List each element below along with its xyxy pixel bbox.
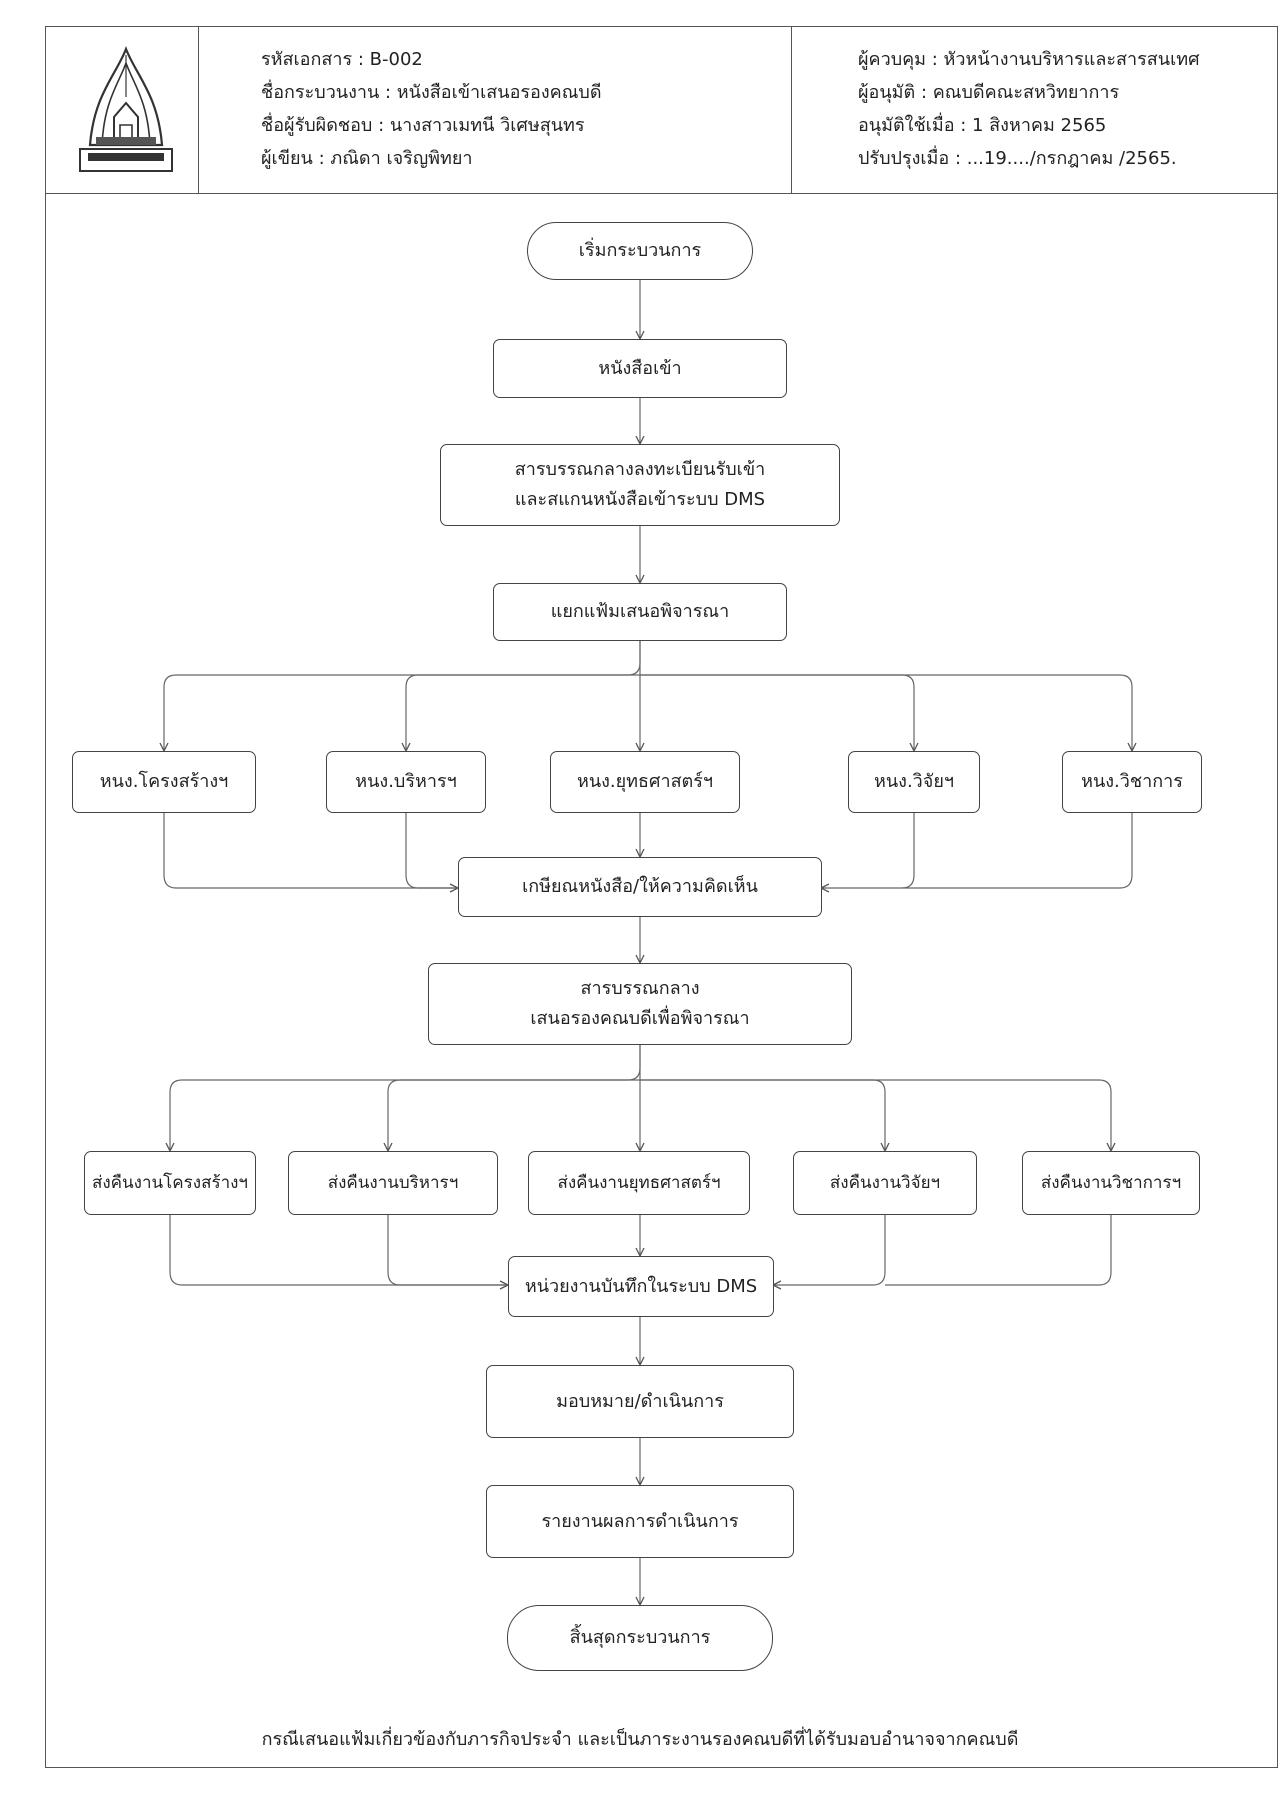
doc-code: รหัสเอกสาร : B-002: [261, 49, 423, 70]
document-header: รหัสเอกสาร : B-002 ชื่อกระบวนงาน : หนังส…: [45, 26, 1278, 194]
unit-box-admin: หนง.บริหารฯ: [326, 751, 486, 813]
header-left-info: รหัสเอกสาร : B-002 ชื่อกระบวนงาน : หนังส…: [261, 43, 602, 175]
return-box-research: ส่งคืนงานวิจัยฯ: [793, 1151, 977, 1215]
incoming-letter-box: หนังสือเข้า: [493, 339, 787, 398]
present-dean-box: สารบรรณกลาง เสนอรองคณบดีเพื่อพิจารณา: [428, 963, 852, 1045]
draft-comment-box: เกษียณหนังสือ/ให้ความคิดเห็น: [458, 857, 822, 917]
return-box-admin: ส่งคืนงานบริหารฯ: [288, 1151, 498, 1215]
start-terminal: เริ่มกระบวนการ: [527, 222, 753, 280]
register-line1: สารบรรณกลางลงทะเบียนรับเข้า: [514, 459, 766, 480]
dms-record-box: หน่วยงานบันทึกในระบบ DMS: [508, 1256, 774, 1317]
university-logo: [79, 45, 173, 172]
present-line2: เสนอรองคณบดีเพื่อพิจารณา: [530, 1008, 750, 1029]
return-box-structure: ส่งคืนงานโครงสร้างฯ: [84, 1151, 256, 1215]
controller: ผู้ควบคุม : หัวหน้างานบริหารและสารสนเทศ: [858, 49, 1200, 70]
revised-date: ปรับปรุงเมื่อ : ...19..../กรกฎาคม /2565.: [858, 148, 1177, 169]
unit-box-strategy: หนง.ยุทธศาสตร์ฯ: [550, 751, 740, 813]
register-box: สารบรรณกลางลงทะเบียนรับเข้า และสแกนหนังส…: [440, 444, 840, 526]
approver: ผู้อนุมัติ : คณบดีคณะสหวิทยาการ: [858, 82, 1120, 103]
end-terminal: สิ้นสุดกระบวนการ: [507, 1605, 773, 1671]
footnote: กรณีเสนอแฟ้มเกี่ยวข้องกับภารกิจประจำ และ…: [261, 1729, 1019, 1750]
sort-files-box: แยกแฟ้มเสนอพิจารณา: [493, 583, 787, 641]
process-name: ชื่อกระบวนงาน : หนังสือเข้าเสนอรองคณบดี: [261, 82, 602, 103]
unit-box-academic: หนง.วิชาการ: [1062, 751, 1202, 813]
report-box: รายงานผลการดำเนินการ: [486, 1485, 794, 1558]
unit-box-structure: หนง.โครงสร้างฯ: [72, 751, 256, 813]
return-box-academic: ส่งคืนงานวิชาการฯ: [1022, 1151, 1200, 1215]
header-right-info: ผู้ควบคุม : หัวหน้างานบริหารและสารสนเทศ …: [858, 43, 1200, 175]
assign-box: มอบหมาย/ดำเนินการ: [486, 1365, 794, 1438]
register-line2: และสแกนหนังสือเข้าระบบ DMS: [514, 489, 766, 510]
present-line1: สารบรรณกลาง: [580, 978, 700, 999]
approved-date: อนุมัติใช้เมื่อ : 1 สิงหาคม 2565: [858, 115, 1107, 136]
unit-box-research: หนง.วิจัยฯ: [848, 751, 980, 813]
return-box-strategy: ส่งคืนงานยุทธศาสตร์ฯ: [528, 1151, 750, 1215]
responsible-person: ชื่อผู้รับผิดชอบ : นางสาวเมทนี วิเศษสุนท…: [261, 115, 585, 136]
writer: ผู้เขียน : ภณิดา เจริญพิทยา: [261, 148, 473, 169]
